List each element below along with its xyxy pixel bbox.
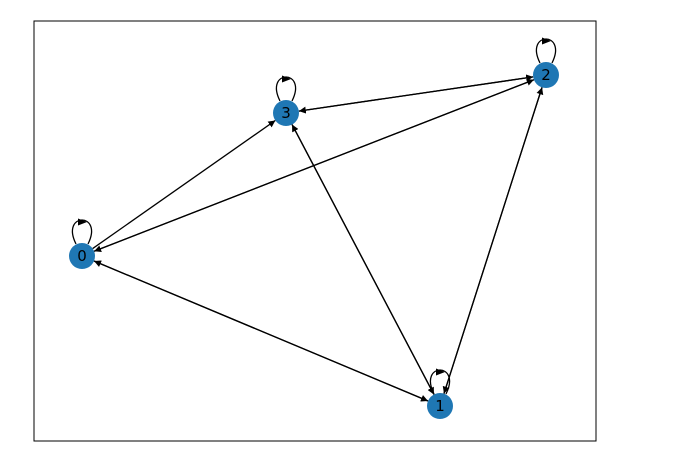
node-3: 3 <box>273 100 299 126</box>
node-1-circle <box>427 393 453 419</box>
edge-1-to-3 <box>291 124 435 395</box>
edge-1-to-0 <box>93 260 429 402</box>
node-1-label: 1 <box>435 397 445 415</box>
node-0-circle <box>69 243 95 269</box>
edge-0-to-3 <box>92 119 276 250</box>
node-2-circle <box>533 62 559 88</box>
edge-2-to-1 <box>442 87 543 394</box>
edges-layer <box>71 37 557 402</box>
self-loop-arrow-2 <box>542 37 551 45</box>
nodes-layer: 0 1 2 3 <box>69 62 559 419</box>
self-loop-arrow-3 <box>282 75 291 83</box>
self-loop-arrow-0 <box>78 218 87 226</box>
node-3-circle <box>273 100 299 126</box>
node-0-label: 0 <box>77 247 87 265</box>
node-2: 2 <box>533 62 559 88</box>
plot-frame <box>33 20 597 442</box>
edge-2-to-3 <box>298 76 534 114</box>
node-0: 0 <box>69 243 95 269</box>
node-3-label: 3 <box>281 104 291 122</box>
self-loop-arrow-1 <box>436 368 445 376</box>
node-1: 1 <box>427 393 453 419</box>
node-2-label: 2 <box>541 66 551 84</box>
